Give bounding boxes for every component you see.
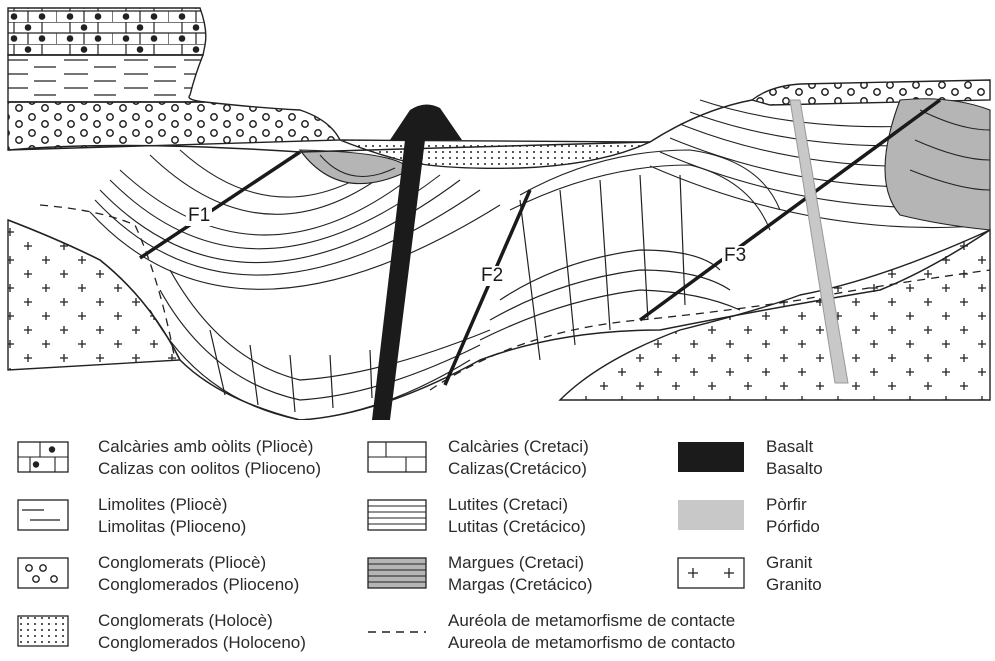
geologic-cross-section (0, 0, 995, 420)
pliocene-oolitic-limestone (8, 8, 206, 55)
legend-label-es: Granito (766, 574, 822, 596)
fault-f2 (445, 190, 530, 385)
legend-label-ca: Auréola de metamorfisme de contacte (448, 610, 735, 632)
legend-label-es: Lutitas (Cretácico) (448, 516, 586, 538)
legend-label-ca: Calcàries amb oòlits (Pliocè) (98, 436, 321, 458)
legend-label-es: Calizas con oolitos (Plioceno) (98, 458, 321, 480)
legend-label-ca: Conglomerats (Holocè) (98, 610, 306, 632)
legend-item-oolitic-limestone: Calcàries amb oòlits (Pliocè) Calizas co… (12, 436, 362, 484)
legend-label-ca: Margues (Cretaci) (448, 552, 593, 574)
legend-label-es: Basalto (766, 458, 823, 480)
fault-label-f2: F2 (479, 266, 505, 286)
legend-item-granite: Granit Granito (672, 552, 872, 600)
legend-item-marl: Margues (Cretaci) Margas (Cretácico) (362, 552, 692, 600)
porphyry-swatch (672, 494, 750, 534)
legend-label-es: Conglomerados (Plioceno) (98, 574, 299, 596)
dotted-conglomerate-swatch (12, 610, 70, 650)
legend-item-limestone: Calcàries (Cretaci) Calizas(Cretácico) (362, 436, 692, 484)
legend-label-ca: Calcàries (Cretaci) (448, 436, 589, 458)
pliocene-conglomerate-left (8, 102, 340, 150)
legend-label-es: Aureola de metamorfismo de contacto (448, 632, 735, 654)
limestone-swatch (362, 436, 432, 476)
legend-item-siltstone: Limolites (Pliocè) Limolitas (Plioceno) (12, 494, 362, 542)
conglomerate-swatch (12, 552, 70, 592)
marl-swatch (362, 552, 432, 592)
legend-label-es: Calizas(Cretácico) (448, 458, 589, 480)
siltstone-swatch (12, 494, 70, 534)
legend-label-ca: Limolites (Pliocè) (98, 494, 246, 516)
legend-label-ca: Basalt (766, 436, 823, 458)
cretaceous-marl-right (885, 99, 990, 230)
legend-item-porphyry: Pòrfir Pórfido (672, 494, 872, 542)
fault-label-f1: F1 (186, 206, 212, 226)
fault-label-f3: F3 (722, 246, 748, 266)
legend-label-es: Margas (Cretácico) (448, 574, 593, 596)
legend-label-ca: Granit (766, 552, 822, 574)
legend-label-ca: Conglomerats (Pliocè) (98, 552, 299, 574)
legend-label-es: Pórfido (766, 516, 820, 538)
granite-right (560, 230, 990, 400)
legend-item-contact-aureole: Auréola de metamorfisme de contacte Aure… (362, 610, 802, 658)
legend-item-conglomerate: Conglomerats (Pliocè) Conglomerados (Pli… (12, 552, 362, 600)
pliocene-siltstone (8, 55, 205, 102)
legend-label-es: Limolitas (Plioceno) (98, 516, 246, 538)
legend-item-basalt: Basalt Basalto (672, 436, 872, 484)
legend-item-dotted-conglomerate: Conglomerats (Holocè) Conglomerados (Hol… (12, 610, 362, 658)
legend-label-ca: Pòrfir (766, 494, 820, 516)
oolitic-limestone-swatch (12, 436, 70, 476)
lutite-swatch (362, 494, 432, 534)
contact-aureole-swatch (362, 610, 432, 650)
legend-label-ca: Lutites (Cretaci) (448, 494, 586, 516)
granite-left (8, 220, 180, 370)
legend-item-lutite: Lutites (Cretaci) Lutitas (Cretácico) (362, 494, 692, 542)
basalt-swatch (672, 436, 750, 476)
legend-label-es: Conglomerados (Holoceno) (98, 632, 306, 654)
granite-swatch (672, 552, 750, 592)
